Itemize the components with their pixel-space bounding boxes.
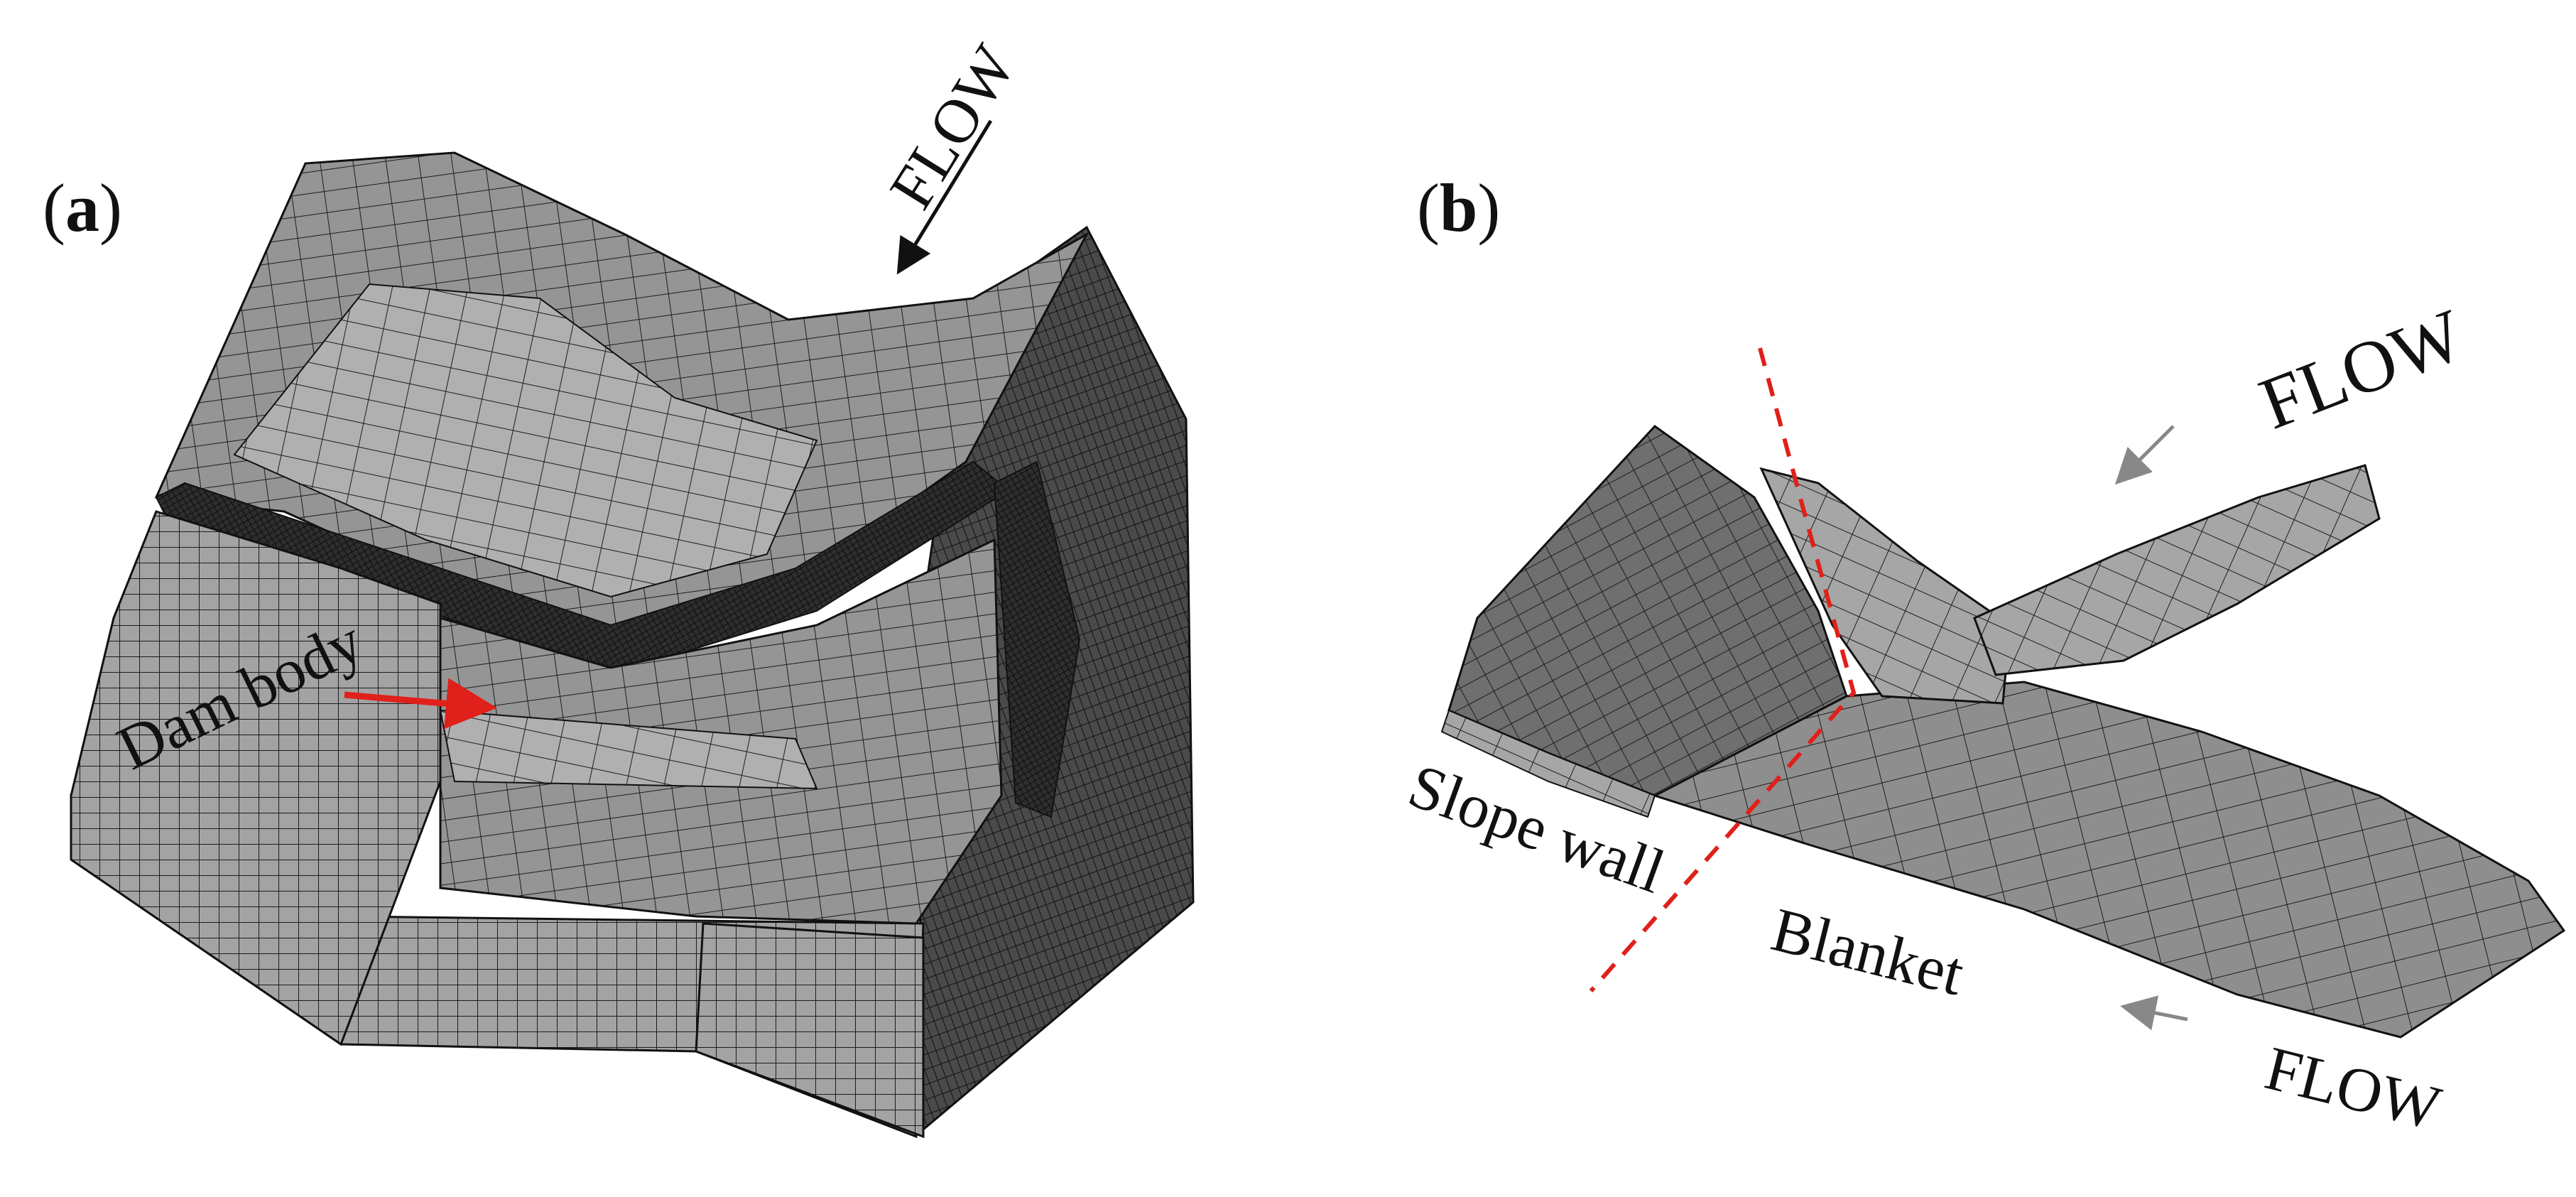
flow-label-b-bottom: FLOW [2259,1034,2447,1143]
mesh-upper-terrain-light [233,283,818,598]
panel-b-label: (b) [1417,170,1500,246]
flow-arrow-b-bottom [2120,995,2188,1031]
dam-body-arrow [344,678,497,730]
slope-wall-blanket-divider [1589,347,1857,992]
mesh-upper-arm [1973,464,2381,676]
flow-label-b-top: FLOW [2249,294,2474,445]
blanket-label: Blanket [1765,895,1970,1009]
dam-mesh-model [70,151,1195,1139]
blanket-mesh-model [1440,425,2566,1039]
mesh-right-dark-band [993,460,1081,818]
flow-arrow-b-top [2114,425,2175,485]
mesh-dam-lower-step [695,922,925,1139]
flow-arrow-a [896,119,993,275]
mesh-left-slope-face [70,510,442,1046]
flow-label-a: FLOW [877,34,1029,221]
mesh-slope-wall-front [1440,709,1656,818]
panel-a-label: (a) [43,170,122,246]
panel-b: (b) FLOW FLOW Slope wall Blanket [1400,170,2566,1144]
mesh-blanket-strip [1652,681,2566,1039]
panel-a: (a) FLOW Dam body [43,34,1195,1139]
mesh-dam-crest [439,709,818,790]
mesh-dam-body [439,538,1003,925]
